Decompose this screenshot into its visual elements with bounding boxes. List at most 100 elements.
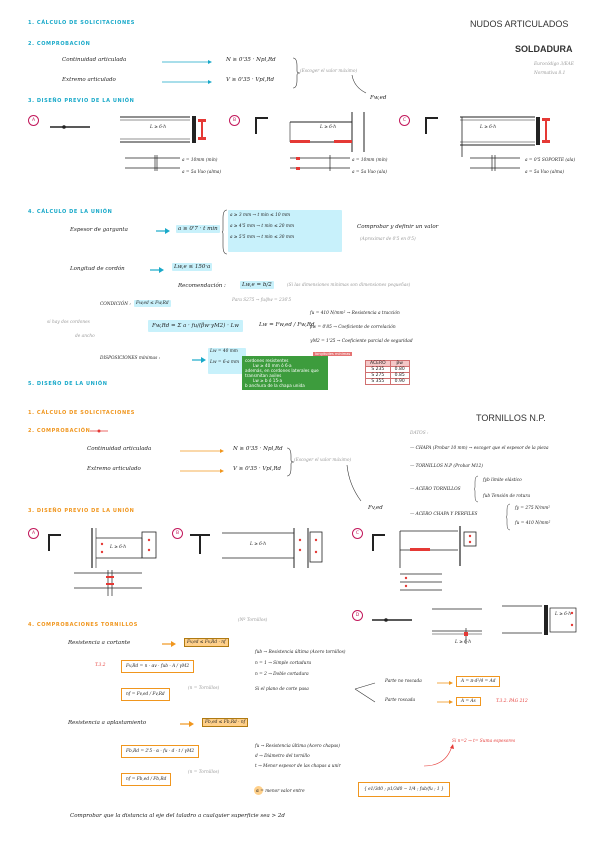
brace [292, 57, 301, 89]
sold-row2-label: Extremo articulado [62, 77, 116, 83]
recomendacion-note: (Si las dimensiones mínimas son dimensio… [287, 283, 411, 288]
bolt-icon [90, 429, 108, 433]
espesor-note1: Comprobar y definir un valor [357, 224, 439, 230]
arrow [437, 700, 453, 704]
torn-step3: 3. DISEÑO PREVIO DE LA UNIÓN [28, 508, 135, 514]
torn-row1-label: Continuidad articulada [87, 446, 152, 452]
bolt-diagram-d [432, 608, 482, 644]
t-lwe-a: L ≥ 6·h [110, 545, 127, 550]
brace [505, 503, 511, 531]
option-a-marker: A [28, 115, 39, 126]
c-line2: a = 5a Vuo (alma) [525, 170, 565, 175]
section-title-soldadura: SOLDADURA [515, 44, 573, 54]
lwe-b: L ≥ 6·h [320, 125, 337, 130]
datos-label: DATOS : [410, 431, 429, 436]
weld-diagram-a [120, 116, 206, 143]
condicion-box: Fw,ed ≤ Fw,Rd [134, 300, 171, 307]
option-c-marker: C [399, 115, 410, 126]
side-note1: si hay dos cordones [47, 320, 90, 325]
sold-step4: 4. CÁLCULO DE LA UNIÓN [28, 209, 113, 215]
alpha-highlight [254, 786, 263, 795]
condicion-label: CONDICIÓN : [100, 302, 131, 307]
recomendacion-box: Lw,e = b/2 [240, 281, 274, 289]
ym-line: γM2 = 1'25 → Coeficiente parcial de segu… [310, 339, 413, 344]
arrow [180, 469, 224, 473]
torn-row2-label: Extremo articulado [87, 466, 141, 472]
arrow [162, 80, 212, 84]
angle-icon [372, 534, 385, 551]
rod-icon [372, 618, 412, 622]
a-line2: a = 5a Vuo (alma) [182, 170, 222, 175]
torn-fved: Fv,ed [368, 505, 383, 511]
green-note: cordones resistentes Lw ≥ 40 mm ó 6·a ad… [242, 356, 328, 390]
angle-icon [425, 117, 438, 134]
arrow [192, 357, 206, 363]
angle-icon [255, 117, 268, 134]
lwe-c: L ≥ 6·h [480, 125, 497, 130]
pag-ref: T.3.2. PÁG 212 [496, 699, 528, 704]
brace [221, 209, 228, 255]
t32-ref: T.3.2 [95, 663, 106, 668]
datos-acero-chapa: — ACERO CHAPA Y PERFILES [410, 512, 478, 517]
n2-definition: n = 2 → Doble cortadura [255, 672, 309, 677]
fwrd-formula-box: Fw,Rd = Σ a · fu/(βw·γM2) · Lw [148, 320, 243, 332]
lw-formula: Lw = Fw,ed / Fw,Rd [259, 322, 315, 328]
para-note: Para S275 → fu/βw = 236'5 [232, 298, 292, 303]
angle-icon [48, 534, 61, 551]
fub-definition: fub → Resistencia última (Acero tornillo… [255, 650, 346, 655]
side-note2: de ancho [75, 334, 95, 339]
brace [473, 475, 479, 503]
weld-diagram-c [460, 116, 550, 157]
c-line1: a = 0'5 SOPORTE (ala) [525, 158, 576, 163]
dispos-label: DISPOSICIONES mínimas : [100, 356, 161, 361]
fvrd-box: Fv,Rd = n · αv · fub · A / γM2 [121, 660, 195, 673]
espesor-note2: (Aproximar de 0'5 en 0'5) [360, 237, 416, 242]
aplast-label: Resistencia a aplastamiento [68, 720, 147, 726]
section-a [125, 155, 180, 171]
sold-step5: 5. DISEÑO DE LA UNIÓN [28, 381, 108, 387]
longitud-label: Longitud de cordón [70, 266, 125, 272]
tee-icon [190, 534, 210, 554]
torn-row1-formula: N ≥ 0'35 · Npl,Rd [233, 446, 283, 452]
t-option-d-marker: D [352, 610, 363, 621]
section-title-tornillos: TORNILLOS N.P. [476, 413, 546, 423]
lwe-a: L ≥ 6·h [150, 125, 167, 130]
n-torn-note-2: (n = Tornillos) [188, 770, 220, 775]
no-roscada: Parte no roscada [385, 679, 422, 684]
arrow [346, 464, 362, 502]
t-lwe-b: L ≥ 6·h [250, 542, 267, 547]
aplast-box: Fb,ed ≤ Fb,Rd · nf [202, 718, 249, 727]
fyb-def: fyb límite elástico [483, 478, 522, 483]
sold-step3: 3. DISEÑO PREVIO DE LA UNIÓN [28, 98, 135, 104]
torn-step1: 1. CÁLCULO DE SOLICITACIONES [28, 410, 135, 416]
fy-val: fy = 275 N/mm² [515, 506, 550, 511]
bolt-diagram-a [74, 528, 143, 596]
green-note-tag: longitudes mínimas [313, 352, 353, 356]
torn-step2: 2. COMPROBACIÓN [28, 428, 91, 434]
ref-normativa: Normativa 8.1 [534, 71, 566, 76]
fu-definition: fu → Resistencia última (Acero chapas) [255, 744, 340, 749]
fu-val: fu = 410 N/mm² [515, 521, 551, 526]
torn-step4: 4. COMPROBACIONES TORNILLOS [28, 622, 138, 628]
a-box2: A = As [456, 697, 481, 706]
a-line1: a = 10mm (mín) [182, 158, 218, 163]
brace [286, 447, 295, 477]
arrow [150, 267, 164, 273]
datos-acero-tornillos: — ACERO TORNILLOS [410, 487, 461, 492]
roscada: Parte roscada [385, 698, 416, 703]
arrow [180, 449, 224, 453]
sold-step2: 2. COMPROBACIÓN [28, 41, 91, 47]
bolt-section-a [141, 531, 157, 559]
b-line2: a = 5a Vuo (ala) [352, 170, 387, 175]
datos-tornillos: — TORNILLOS N.P (Probar M12) [410, 464, 483, 469]
bolt-diagram-c [399, 526, 477, 591]
t-definition: t → Menor espesor de las chapas a unir [255, 764, 341, 769]
t-lwe-d: L ≥ 6·h [455, 640, 472, 645]
sold-row1-formula: N ≥ 0'35 · Npl,Rd [226, 57, 276, 63]
cortante-label: Resistencia a cortante [68, 640, 131, 646]
torn-note: (Escoger el valor máximo) [294, 458, 352, 463]
datos-chapa: — CHAPA (Probar 10 mm) → escoger que el … [410, 446, 549, 451]
sold-note: (Escoger el valor máximo) [300, 69, 358, 74]
rod-icon [50, 125, 90, 129]
t-option-c-marker: C [352, 528, 363, 539]
